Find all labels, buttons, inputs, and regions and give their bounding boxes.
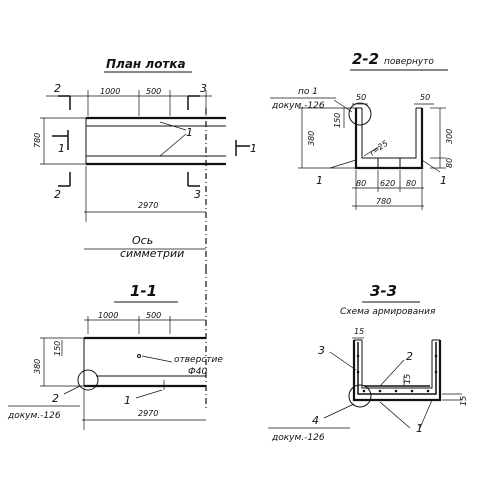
trough-inner-profile: [361, 108, 417, 159]
section-1-1-dim-2970: 2970: [138, 409, 158, 418]
section-2-2-dim-780: 780: [376, 197, 391, 206]
detail-circle-1: [348, 102, 372, 126]
section-2-2-dim-80-vertical: 80: [445, 158, 454, 168]
section-1-1-dim-500: 500: [146, 311, 161, 320]
section-3-3-view: 3-3 Схема армирования 3 2 15 15: [268, 282, 468, 443]
section-3-3-callout-2: 2: [406, 350, 413, 363]
section-3-3-title: 3-3: [370, 282, 397, 300]
plan-section-mark-1-left: 1: [58, 142, 65, 155]
section-2-2-subtitle: повернуто: [384, 57, 434, 67]
plan-view: План лотка 1000 500 780 2 2 3: [33, 57, 257, 268]
section-1-1-title: 1-1: [130, 282, 157, 300]
section-2-2-dim-50-left: 50: [356, 93, 366, 102]
section-1-1-dim-380: 380: [33, 359, 42, 374]
plan-section-mark-3-top: 3: [200, 82, 207, 95]
section-2-2-radius: r=25: [368, 139, 390, 158]
section-1-1-doc-ref: докум.-126: [7, 411, 61, 421]
plan-section-mark-3-bottom: 3: [194, 188, 201, 201]
section-2-2-ref-line2: докум.-126: [271, 101, 325, 111]
section-3-3-subtitle: Схема армирования: [340, 307, 436, 317]
trough-outer-profile: [354, 108, 424, 170]
plan-section-mark-2-bottom: 2: [54, 188, 61, 201]
section-2-2-dim-380: 380: [307, 131, 316, 146]
section-2-2-callout-1-right: 1: [440, 174, 447, 187]
symmetry-axis-label: Ось симметрии: [84, 234, 206, 260]
section-2-2-view: 2-2 повернуто по 1 докум.-126 50 50 380 …: [270, 50, 454, 210]
axis-label-line2: симметрии: [120, 247, 184, 260]
plan-dim-2970: 2970: [138, 201, 158, 210]
plan-section-mark-2-top: 2: [54, 82, 61, 95]
section-2-2-dim-620: 620: [380, 179, 395, 188]
section-3-3-callout-3: 3: [318, 344, 325, 357]
hole-mark: [137, 354, 141, 358]
axis-label-line1: Ось: [132, 234, 153, 247]
plan-callout-1: 1: [186, 126, 193, 139]
plan-dim-500: 500: [146, 87, 161, 96]
section-2-2-dim-150: 150: [333, 113, 342, 128]
section-3-3-callout-4: 4: [312, 414, 319, 427]
section-2-2-title: 2-2: [352, 50, 379, 68]
hole-dim: Ф40: [188, 367, 207, 377]
section-2-2-dim-80-right: 80: [406, 179, 416, 188]
section-1-1-callout-2: 2: [52, 392, 59, 405]
plan-dim-780: 780: [33, 133, 42, 148]
section-2-2-ref-line1: по 1: [298, 87, 318, 97]
hole-label: отверстие: [174, 355, 223, 365]
section-3-3-callout-1: 1: [416, 422, 423, 435]
section-3-3-dim-15-top: 15: [354, 327, 364, 336]
plan-dim-1000: 1000: [100, 87, 120, 96]
detail-circle-4: [348, 384, 372, 408]
section-3-3-dim-15-right: 15: [459, 396, 468, 406]
section-2-2-dim-80-left: 80: [356, 179, 366, 188]
section-2-2-callout-1-left: 1: [316, 174, 323, 187]
reinforcement-bar-outer: [357, 342, 437, 395]
section-2-2-dim-300: 300: [445, 129, 454, 144]
plan-section-mark-1-right: 1: [250, 142, 257, 155]
section-1-1-callout-1: 1: [124, 394, 131, 407]
section-1-1-view: 1-1 1000 500 380 150 отверстие Ф40 2 док…: [7, 268, 223, 430]
detail-circle-2: [77, 369, 99, 391]
section-3-3-dim-15-inner: 15: [403, 374, 412, 384]
section-3-3-doc-ref: докум.-126: [271, 433, 325, 443]
section-2-2-dim-50-right: 50: [420, 93, 430, 102]
section-1-1-dim-150: 150: [53, 341, 62, 356]
plan-title: План лотка: [106, 57, 186, 71]
reinforcement-outer-profile: [352, 340, 442, 402]
section-1-1-dim-1000: 1000: [98, 311, 118, 320]
